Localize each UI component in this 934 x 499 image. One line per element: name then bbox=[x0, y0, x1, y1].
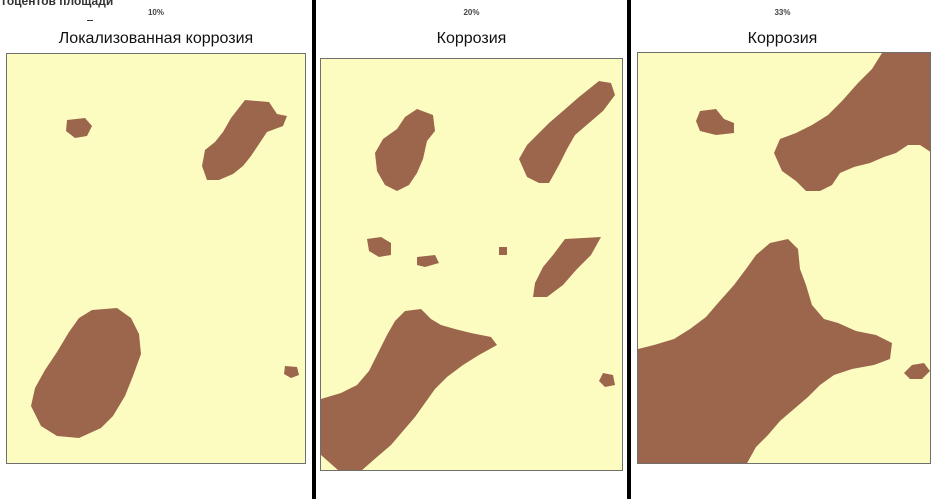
corrosion-patch bbox=[31, 308, 141, 438]
corrosion-patch bbox=[774, 53, 931, 191]
corrosion-spot bbox=[904, 363, 930, 379]
column-20-percent: 20% Коррозия bbox=[316, 0, 627, 499]
percent-label: 33% bbox=[631, 8, 934, 17]
corrosion-map bbox=[638, 53, 931, 464]
corrosion-spot bbox=[284, 366, 299, 378]
panel-title: Коррозия bbox=[316, 30, 627, 48]
corrosion-patch bbox=[202, 100, 287, 180]
percent-label: 20% bbox=[316, 8, 627, 17]
corrosion-spot bbox=[599, 373, 615, 387]
panel-title: Локализованная коррозия bbox=[0, 30, 312, 48]
dash-mark bbox=[87, 20, 93, 21]
corrosion-panel-33 bbox=[637, 52, 931, 464]
corrosion-spot bbox=[696, 109, 734, 135]
corrosion-patch bbox=[321, 309, 497, 471]
panel-title: Коррозия bbox=[631, 30, 934, 48]
percent-label: 10% bbox=[0, 8, 312, 17]
corrosion-spot bbox=[66, 118, 92, 138]
corrosion-spot bbox=[367, 237, 391, 257]
column-10-percent: 10% Локализованная коррозия bbox=[0, 0, 312, 499]
corrosion-spot bbox=[417, 255, 439, 267]
corrosion-map bbox=[7, 54, 306, 464]
corrosion-map bbox=[321, 59, 623, 471]
corrosion-spot bbox=[499, 247, 507, 255]
corrosion-patch bbox=[519, 81, 615, 183]
corrosion-patch bbox=[533, 237, 601, 297]
column-33-percent: 33% Коррозия bbox=[631, 0, 934, 499]
corrosion-patch bbox=[375, 109, 435, 191]
corrosion-patch bbox=[638, 239, 892, 464]
corrosion-panel-20 bbox=[320, 58, 623, 471]
corrosion-panel-10 bbox=[6, 53, 306, 464]
